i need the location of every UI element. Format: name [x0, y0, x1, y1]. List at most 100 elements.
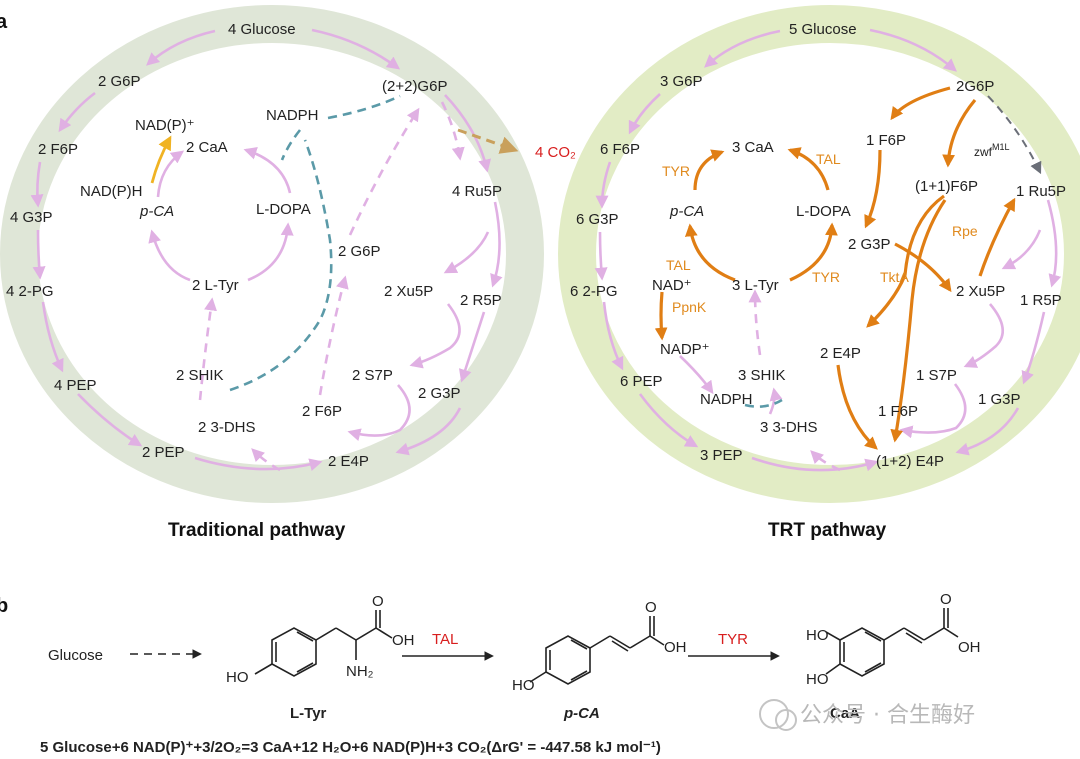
trt-arrow-nadp-nadph	[679, 355, 714, 395]
trt-zwf: zwfM1L	[974, 142, 1010, 159]
trt-caa: 3 CaA	[732, 139, 774, 156]
trad-r5p: 2 R5P	[460, 292, 502, 309]
pca-name: p-CA	[563, 705, 600, 722]
pca-oh: OH	[664, 639, 687, 656]
trad-xu5p: 2 Xu5P	[384, 283, 433, 300]
watermark-text: 公众号 · 合生酶好	[800, 703, 975, 728]
trad-g3p-right: 2 G3P	[418, 385, 461, 402]
trt-enzyme-ppnk: PpnK	[672, 299, 707, 315]
arrow-tyr-ldopa	[247, 222, 294, 282]
caa-o: O	[940, 591, 952, 608]
arrow-g3p-e4p	[395, 407, 462, 456]
wechat-icon	[759, 699, 789, 729]
arrow-co2	[457, 128, 519, 154]
trad-dhs: 2 3-DHS	[198, 419, 256, 436]
trt-arrow-tyr-pca	[684, 223, 736, 282]
trt-arrow-pep-pep	[638, 393, 699, 448]
trad-caa: 2 CaA	[186, 139, 228, 156]
arrow-pep-e4p	[194, 456, 323, 471]
trad-g3p-left: 4 G3P	[10, 209, 53, 226]
arrow-s7p-f6p	[347, 384, 411, 441]
trt-arrow-zwf	[987, 95, 1042, 175]
trt-f6p-11: (1+1)F6P	[915, 178, 978, 195]
co2-label: 4 CO₂	[535, 144, 576, 161]
trt-ru5p: 1 Ru5P	[1016, 183, 1066, 200]
trad-pep-left: 4 PEP	[54, 377, 97, 394]
trt-arrow-g3p-xu5p	[894, 242, 952, 293]
trt-arrow-e4p-dhs	[810, 450, 841, 472]
pca-structure	[529, 616, 665, 685]
ltyr-o: O	[372, 593, 384, 610]
arrow-g6p-ru5p	[444, 94, 492, 173]
trt-title: TRT pathway	[768, 520, 887, 541]
trt-ldopa: L-DOPA	[796, 203, 851, 220]
trt-arrow-f6p-g3p	[595, 161, 612, 209]
pca-o: O	[645, 599, 657, 616]
trt-pca: p-CA	[669, 203, 704, 220]
trt-arrow-r5p-g3p	[1021, 311, 1046, 385]
trt-enzyme-tyr-right: TYR	[812, 269, 840, 285]
trt-xu5p: 2 Xu5P	[956, 283, 1005, 300]
reaction-equation: 5 Glucose+6 NAD(P)⁺+3/2O₂=3 CaA+12 H₂O+6…	[40, 739, 661, 756]
trt-f6p-1: 1 F6P	[866, 132, 906, 149]
trt-g6p-top: 2G6P	[956, 78, 994, 95]
arrow-pca-caa	[156, 150, 185, 198]
arrow-glc-g6p	[146, 29, 216, 66]
trad-g6p-mid: 2 G6P	[338, 243, 381, 260]
arrow-g3p-pg	[32, 229, 46, 280]
trt-arrow-g6p-f6p	[628, 93, 661, 135]
arrow-g6p-f6p	[58, 91, 96, 133]
nadph-link-top	[327, 94, 401, 120]
trt-e4p-2: 2 E4P	[820, 345, 861, 362]
trt-pep-bottom: 3 PEP	[700, 447, 743, 464]
arrow-nadph-nadp	[150, 135, 172, 184]
trt-arrow-ru5p-xu5p	[1001, 229, 1042, 270]
trt-arrow-g3p-pg	[594, 231, 608, 281]
trt-arrow-e4p-e4p	[836, 364, 878, 450]
trt-arrow-g6p-f6p1	[890, 86, 951, 121]
trt-s7p: 1 S7P	[916, 367, 957, 384]
trt-r5p: 1 R5P	[1020, 292, 1062, 309]
trt-arrow-shik-tyr	[748, 289, 762, 356]
ltyr-nh2: NH₂	[346, 663, 374, 680]
trt-arrow-xu5p-s7p	[963, 303, 1004, 368]
ltyr-ho: HO	[226, 669, 249, 686]
trad-2pg: 4 2-PG	[6, 283, 54, 300]
arrow-tyr-pca	[148, 229, 191, 282]
ltyr-oh: OH	[392, 632, 415, 649]
rxn-tal: TAL	[432, 631, 458, 648]
caa-ho-bottom: HO	[806, 671, 829, 688]
trad-f6p-inner: 2 F6P	[302, 403, 342, 420]
trad-g6p-left: 2 G6P	[98, 73, 141, 90]
trt-ltyr: 3 L-Tyr	[732, 277, 779, 294]
arrow-ru5p-r5p	[490, 201, 503, 288]
traditional-title: Traditional pathway	[168, 520, 346, 541]
trt-e4p-12: (1+2) E4P	[876, 453, 944, 470]
trt-pep-left: 6 PEP	[620, 373, 663, 390]
trad-nadp-plus: NAD(P)⁺	[135, 117, 195, 134]
watermark: 公众号 · 合生酶好	[759, 699, 975, 731]
panel-label-b: b	[0, 595, 8, 617]
pca-ho: HO	[512, 677, 535, 694]
trt-f6p-left: 6 F6P	[600, 141, 640, 158]
trt-enzyme-tal-low: TAL	[666, 257, 691, 273]
trt-g3p-1: 1 G3P	[978, 391, 1021, 408]
trt-g6p-left: 3 G6P	[660, 73, 703, 90]
ltyr-structure	[254, 610, 393, 677]
arrow-f6p-g6p	[318, 275, 349, 396]
rxn-tyr: TYR	[718, 631, 748, 648]
ltyr-name: L-Tyr	[290, 705, 327, 722]
trt-arrow-f6p11-e4p	[866, 194, 945, 328]
arrow-glc-g6p2	[311, 28, 401, 70]
arrow-ldopa-caa	[243, 147, 292, 194]
nadph-link-long	[229, 139, 333, 392]
trt-arrow-ru5p-r5p	[1046, 199, 1062, 288]
trt-arrow-pg-pep	[602, 301, 624, 371]
trt-enzyme-tyr-left: TYR	[662, 163, 690, 179]
caa-name: CaA	[830, 705, 860, 722]
arrow-e4p-dhs	[251, 448, 281, 472]
trt-arrow-f6p1-g3p	[864, 149, 882, 229]
caa-oh: OH	[958, 639, 981, 656]
trt-arrow-f6p11-f6p	[890, 199, 947, 443]
panel-label-a: a	[0, 11, 8, 33]
